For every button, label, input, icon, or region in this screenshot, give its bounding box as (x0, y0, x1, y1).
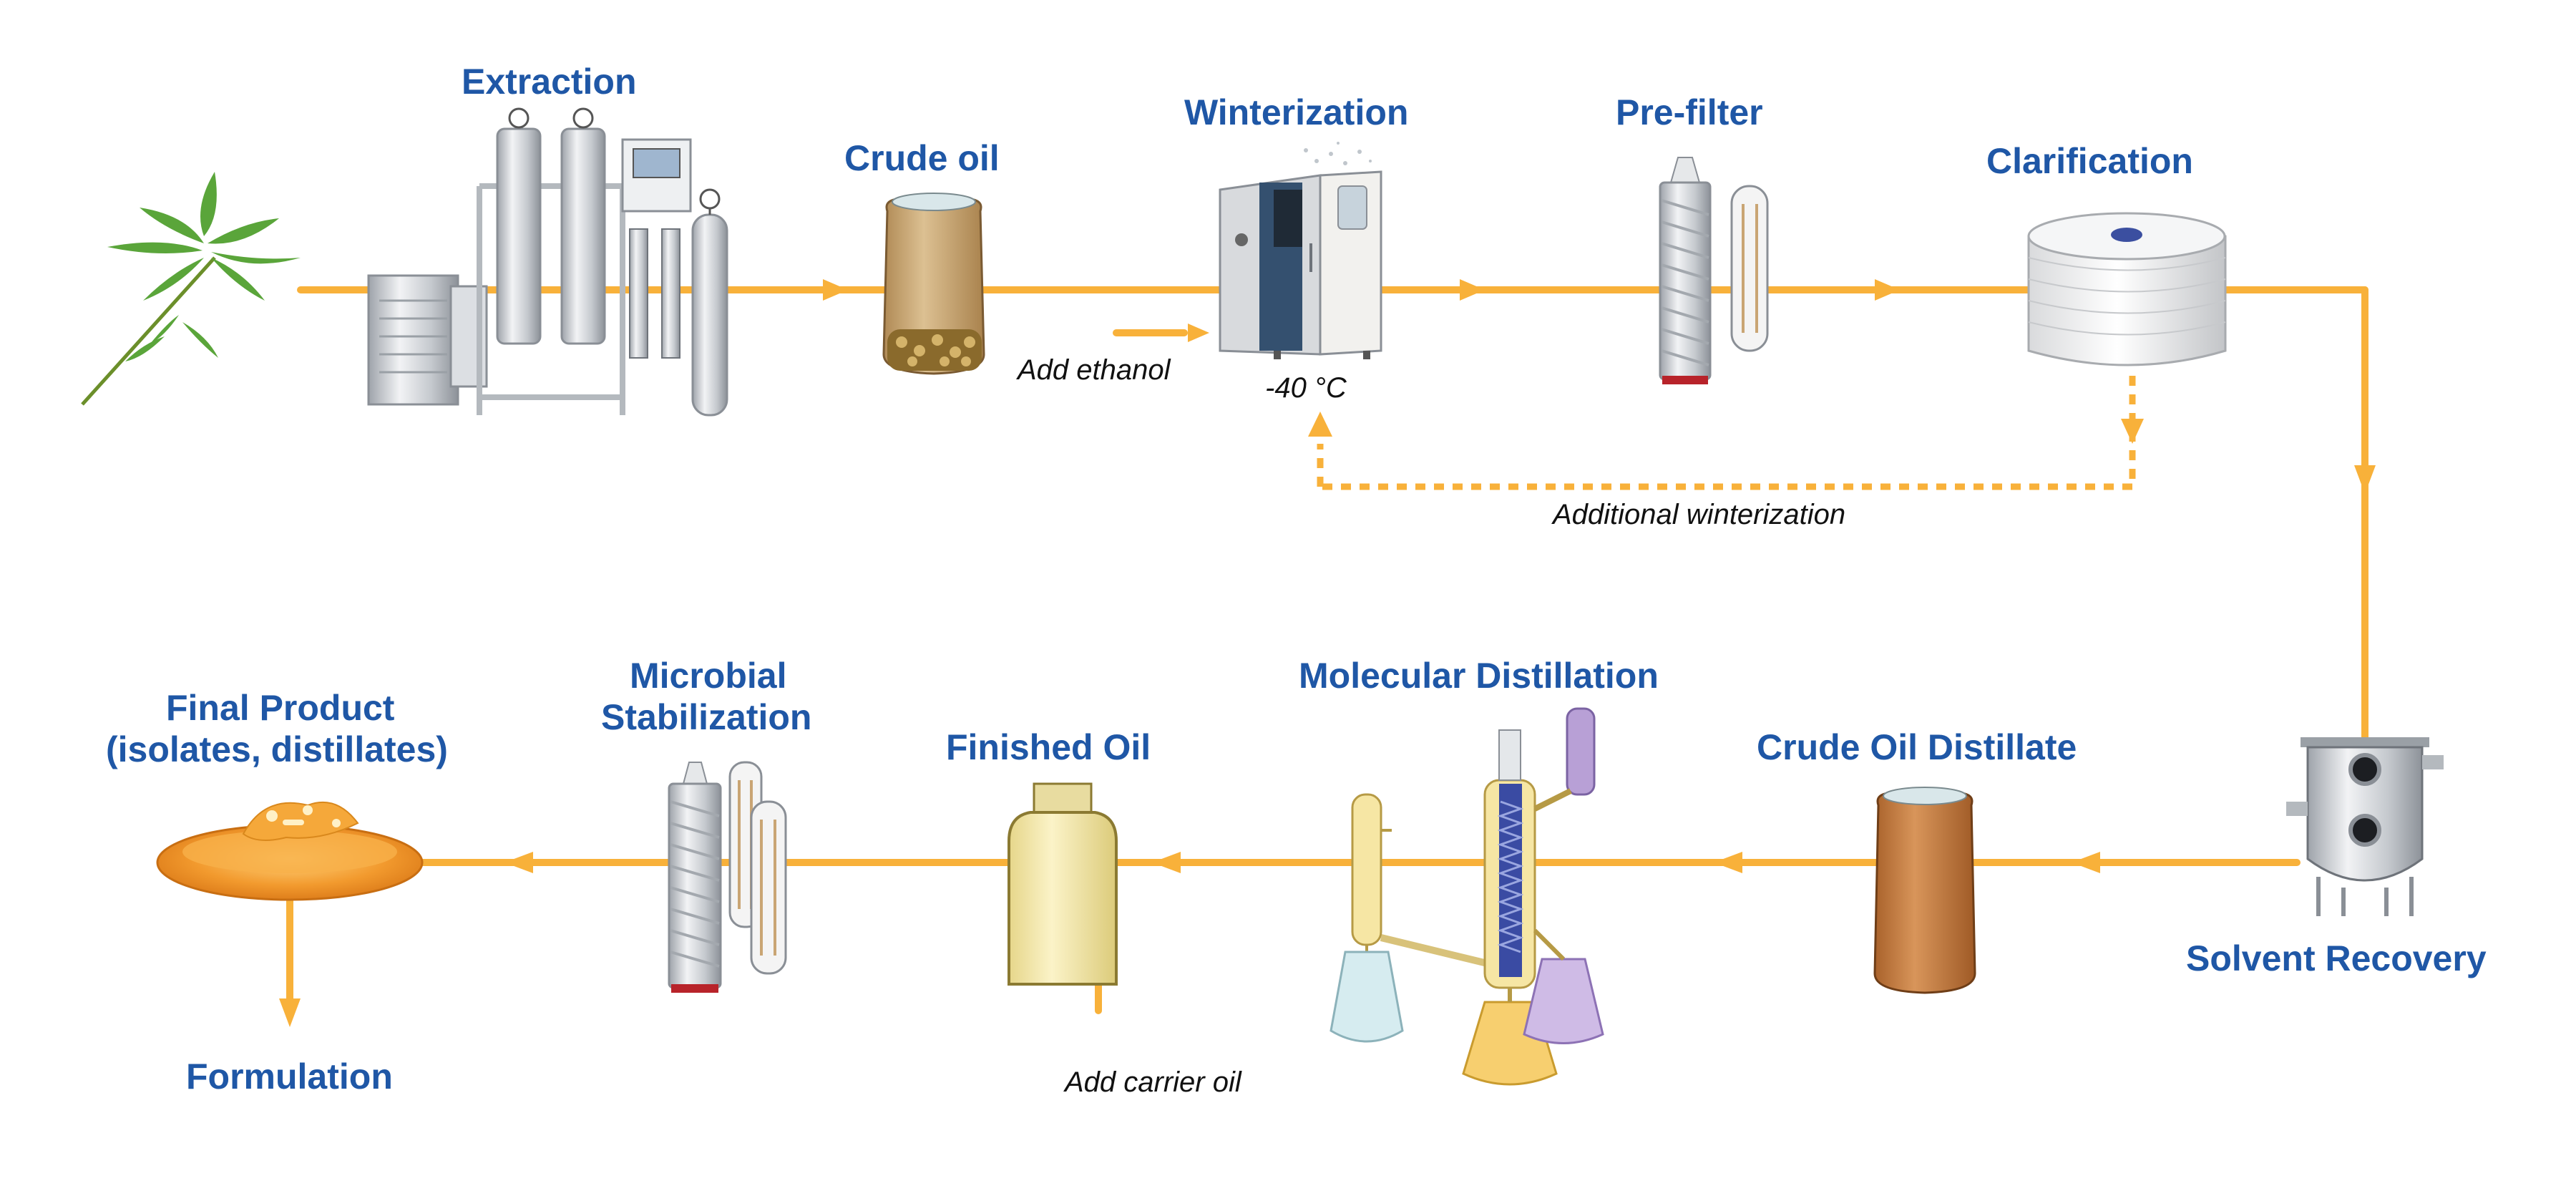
winterization-label: Winterization (1184, 92, 1409, 132)
cannabis-leaf-icon (81, 172, 301, 406)
microbial-filter-icon (668, 761, 787, 993)
loop-arrowhead-up (1308, 412, 1332, 437)
finished-oil-bottle-icon (1008, 782, 1118, 986)
formulation-label: Formulation (186, 1056, 393, 1097)
solvent-recovery-vessel-icon (2286, 737, 2444, 916)
extraction-label: Extraction (462, 62, 637, 102)
additional-winterization-loop (1317, 376, 2136, 490)
crude-oil-label: Crude oil (844, 138, 1000, 178)
pre-filter-cartridge-icon (1659, 157, 1769, 384)
distillation-apparatus-icon (1330, 707, 1604, 1086)
distillate-jar-icon (1873, 787, 1976, 994)
clarification-label: Clarification (1986, 141, 2193, 181)
extraction-unit-icon (367, 107, 728, 417)
final-product-icon (156, 801, 424, 901)
add-ethanol-note: Add ethanol (1018, 354, 1171, 386)
microbial-label-line1: Microbial (630, 656, 787, 696)
temperature-note: -40 °C (1265, 372, 1347, 404)
solvent-recovery-label: Solvent Recovery (2186, 938, 2487, 978)
add-carrier-oil-note: Add carrier oil (1065, 1066, 1241, 1098)
final-product-label-line2: (isolates, distillates) (106, 729, 448, 769)
freezer-icon (1219, 142, 1382, 359)
additional-winterization-note: Additional winterization (1553, 499, 1846, 530)
crude-oil-distillate-label: Crude Oil Distillate (1757, 727, 2077, 767)
finished-oil-label: Finished Oil (946, 727, 1151, 767)
final-product-label-line1: Final Product (166, 688, 395, 728)
loop-arrowhead-down (2121, 419, 2144, 444)
clarification-filter-icon (2027, 212, 2227, 366)
flow-arrowheads (279, 279, 2376, 1027)
molecular-distillation-label: Molecular Distillation (1299, 656, 1659, 696)
microbial-label-line2: Stabilization (601, 697, 812, 737)
crude-oil-jar-icon (882, 193, 985, 375)
prefilter-label: Pre-filter (1616, 92, 1763, 132)
